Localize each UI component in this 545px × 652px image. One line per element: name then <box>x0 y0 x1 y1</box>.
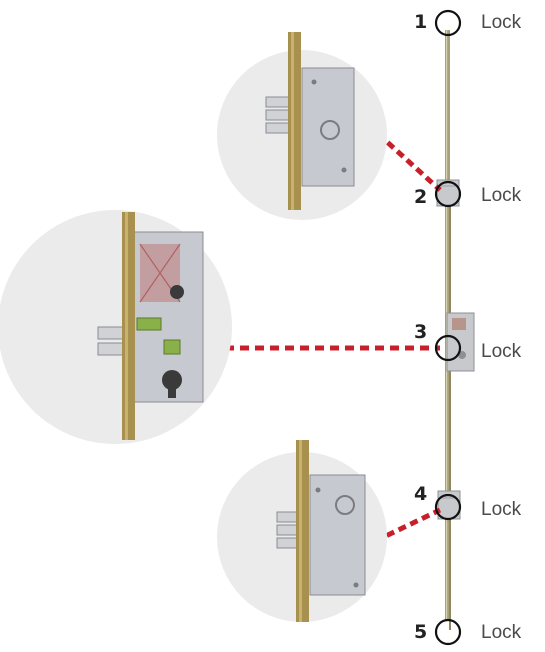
lock-point-circle-4 <box>434 493 462 521</box>
lock-point-label-4: Lock <box>481 499 522 520</box>
lock-point-number-1: 1 <box>414 11 428 33</box>
lock-point-circle-5 <box>434 618 462 646</box>
connector-2 <box>328 88 442 192</box>
lock-point-number-4: 4 <box>414 483 428 505</box>
lock-point-circles <box>434 9 462 646</box>
lock-point-label-1: Lock <box>481 12 522 33</box>
lock-detail-bubble-bottom <box>217 440 387 622</box>
mortise-lock-bottom <box>276 440 366 622</box>
lock-point-label-5: Lock <box>481 622 522 643</box>
mortise-lock-top <box>265 32 355 210</box>
lock-detail-bubble-middle <box>0 210 232 444</box>
lock-point-number-2: 2 <box>414 186 428 208</box>
lock-point-label-2: Lock <box>481 185 522 206</box>
lock-point-circle-2 <box>434 180 462 208</box>
lock-point-number-3: 3 <box>414 321 428 343</box>
mortise-lock-middle <box>97 212 204 440</box>
lock-point-circle-1 <box>434 9 462 37</box>
lock-detail-bubble-top <box>217 32 387 220</box>
lock-point-circle-3 <box>434 334 462 362</box>
lock-point-label-3: Lock <box>481 341 522 362</box>
rod-gearbox-3 <box>446 312 475 372</box>
lock-point-number-5: 5 <box>414 621 428 643</box>
